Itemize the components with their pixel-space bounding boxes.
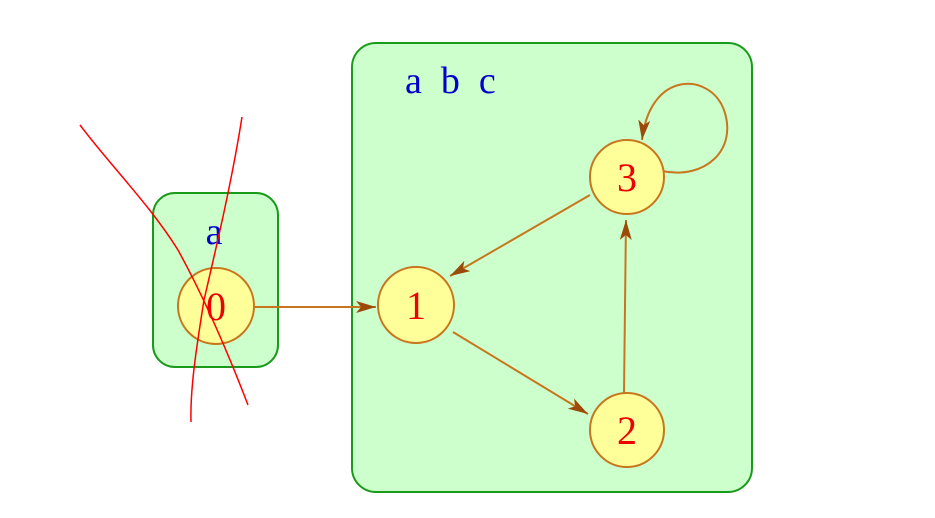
node-0-label: 0 xyxy=(206,284,226,329)
edge-2-to-3 xyxy=(619,219,632,394)
node-1: 1 xyxy=(377,266,455,344)
node-2-circle xyxy=(589,392,665,468)
node-3-circle xyxy=(589,139,665,215)
group-label-large: a b c xyxy=(405,60,496,102)
node-3: 3 xyxy=(589,139,665,215)
node-0: 0 xyxy=(177,267,255,345)
cross-out-stroke-1 xyxy=(79,124,249,406)
cross-out-stroke-2 xyxy=(190,116,243,423)
node-2: 2 xyxy=(589,392,665,468)
node-1-circle xyxy=(377,266,455,344)
group-label-small: a xyxy=(206,211,223,253)
edge-1-to-2 xyxy=(452,331,589,415)
node-1-label: 1 xyxy=(406,283,426,328)
node-2-label: 2 xyxy=(617,408,637,453)
edge-3-self-loop xyxy=(638,82,729,174)
edge-3-to-1 xyxy=(449,194,591,277)
node-3-label: 3 xyxy=(617,155,637,200)
